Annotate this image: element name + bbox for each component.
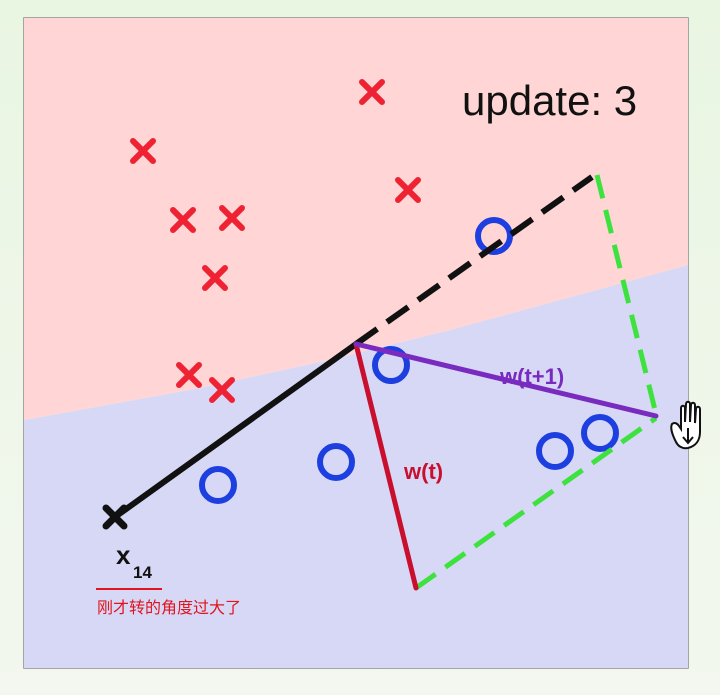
cross-mark (209, 377, 235, 403)
w-t-label: w(t) (403, 459, 443, 484)
annotation-note: 刚才转的角度过大了 (97, 599, 241, 617)
cross-mark (219, 205, 245, 231)
x14-marker (102, 504, 128, 530)
cross-mark (130, 138, 156, 164)
w-t-vector (353, 341, 419, 591)
x14-label: x (116, 540, 131, 570)
parallelogram-side-right (594, 174, 659, 415)
x14-vector (112, 341, 359, 520)
cross-mark (170, 207, 196, 233)
x14-subscript: 14 (133, 563, 152, 582)
w-t1-vector (353, 341, 659, 419)
negative-region (24, 265, 688, 668)
hand-cursor-icon (670, 400, 701, 450)
x14-dashed-copy (354, 174, 594, 347)
circle-mark (475, 217, 513, 255)
circle-mark (372, 346, 410, 384)
circle-mark (199, 466, 237, 504)
circle-mark (317, 443, 355, 481)
w-t1-label: w(t+1) (499, 364, 564, 389)
positive-points (130, 79, 421, 403)
circle-mark (581, 414, 619, 452)
cross-mark (395, 177, 421, 203)
cross-mark (176, 362, 202, 388)
parallelogram-side-bottom (414, 415, 658, 591)
positive-region (24, 18, 688, 420)
circle-mark (536, 432, 574, 470)
cross-mark (202, 265, 228, 291)
cross-mark (359, 79, 385, 105)
update-label: update: 3 (462, 77, 637, 124)
negative-points (199, 217, 619, 504)
